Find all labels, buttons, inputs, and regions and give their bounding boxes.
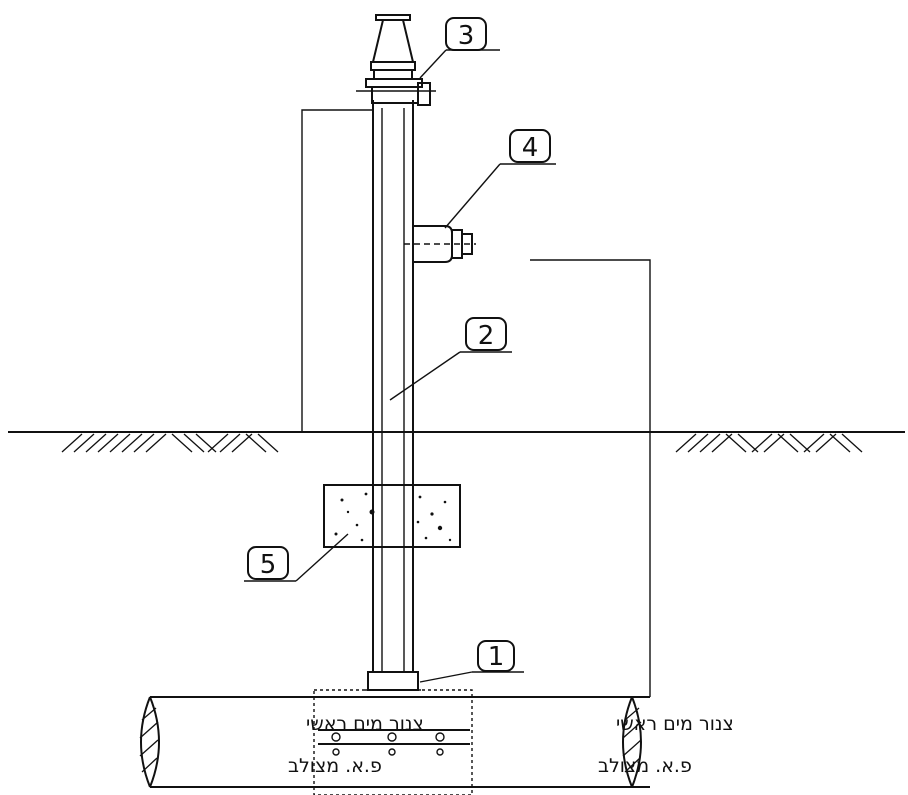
ground-hatching-right xyxy=(675,433,863,453)
tee-fitting xyxy=(313,689,473,795)
left-pipe-label-line2: פ.א. מצולב xyxy=(288,755,382,777)
callout-1-number: 1 xyxy=(488,642,505,672)
left-frame-line xyxy=(301,109,372,432)
main-water-pipe xyxy=(139,696,650,788)
concrete-block xyxy=(323,484,461,548)
side-valve xyxy=(404,225,476,263)
hydrant-head xyxy=(356,14,436,106)
callout-4: 4 xyxy=(444,129,556,229)
callout-2-number: 2 xyxy=(478,321,495,351)
right-pipe-label-line1: צנור מים ראשי xyxy=(616,713,734,735)
riser-pipe xyxy=(372,100,414,672)
callout-5-number: 5 xyxy=(260,550,277,580)
callout-2: 2 xyxy=(389,317,512,401)
left-pipe-label-line1: צנור מים ראשי xyxy=(306,713,424,735)
callout-5: 5 xyxy=(244,533,349,582)
right-frame-line xyxy=(530,259,651,697)
callout-4-number: 4 xyxy=(522,133,539,163)
callout-3: 3 xyxy=(419,17,500,79)
base-flange xyxy=(365,671,421,691)
callout-3-number: 3 xyxy=(458,21,475,51)
right-pipe-label-line2: פ.א. מצולב xyxy=(598,755,692,777)
ground-hatching-left xyxy=(61,433,279,453)
callout-1: 1 xyxy=(419,640,524,683)
